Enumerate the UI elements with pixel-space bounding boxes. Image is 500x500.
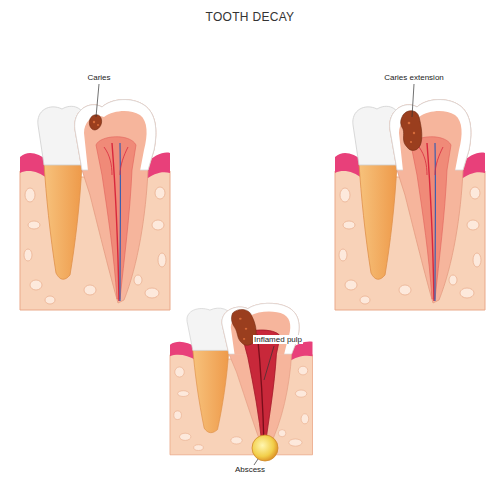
abscess-blob bbox=[252, 435, 278, 461]
part-label: Inflamed pulp bbox=[253, 335, 303, 344]
leader-lines bbox=[96, 84, 414, 465]
tooth-caries bbox=[20, 100, 170, 310]
tooth-caries-extension bbox=[335, 100, 485, 310]
part-label: Caries bbox=[86, 73, 111, 82]
diagram-title: TOOTH DECAY bbox=[206, 10, 295, 24]
part-label: Abscess bbox=[234, 465, 266, 474]
tooth-inflamed bbox=[170, 303, 313, 455]
part-label: Caries extension bbox=[383, 73, 445, 82]
